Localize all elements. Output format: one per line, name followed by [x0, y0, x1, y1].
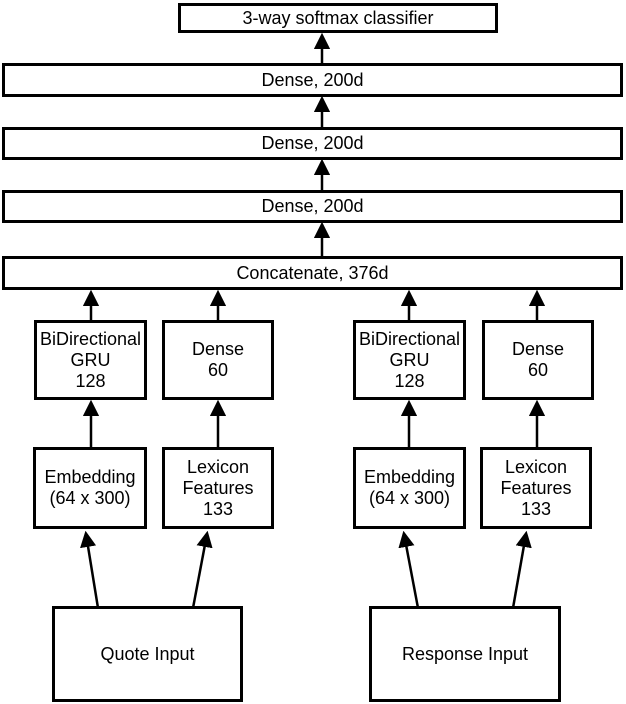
node-quote-embedding: Embedding (64 x 300): [33, 447, 147, 529]
node-quote-input: Quote Input: [52, 606, 243, 702]
node-dense-200d-middle: Dense, 200d: [2, 127, 623, 160]
node-response-bidirectional-gru: BiDirectional GRU 128: [353, 320, 466, 400]
node-response-embedding: Embedding (64 x 300): [353, 447, 466, 529]
arrow-quote-input-to-lexicon: [191, 530, 213, 609]
arrow-response-input-to-embedding: [398, 530, 420, 609]
arrow-quote-input-to-embedding: [80, 530, 100, 609]
arrow-response-input-to-lexicon: [511, 530, 532, 609]
node-quote-dense-60: Dense 60: [162, 320, 274, 400]
node-response-dense-60: Dense 60: [482, 320, 594, 400]
node-quote-bidirectional-gru: BiDirectional GRU 128: [34, 320, 147, 400]
node-response-lexicon-features: Lexicon Features 133: [480, 447, 592, 529]
node-response-input: Response Input: [369, 606, 561, 702]
node-dense-200d-bottom: Dense, 200d: [2, 190, 623, 223]
node-concatenate: Concatenate, 376d: [2, 256, 623, 290]
node-dense-200d-top: Dense, 200d: [2, 63, 623, 97]
node-softmax-classifier: 3-way softmax classifier: [178, 3, 498, 33]
node-quote-lexicon-features: Lexicon Features 133: [162, 447, 274, 529]
